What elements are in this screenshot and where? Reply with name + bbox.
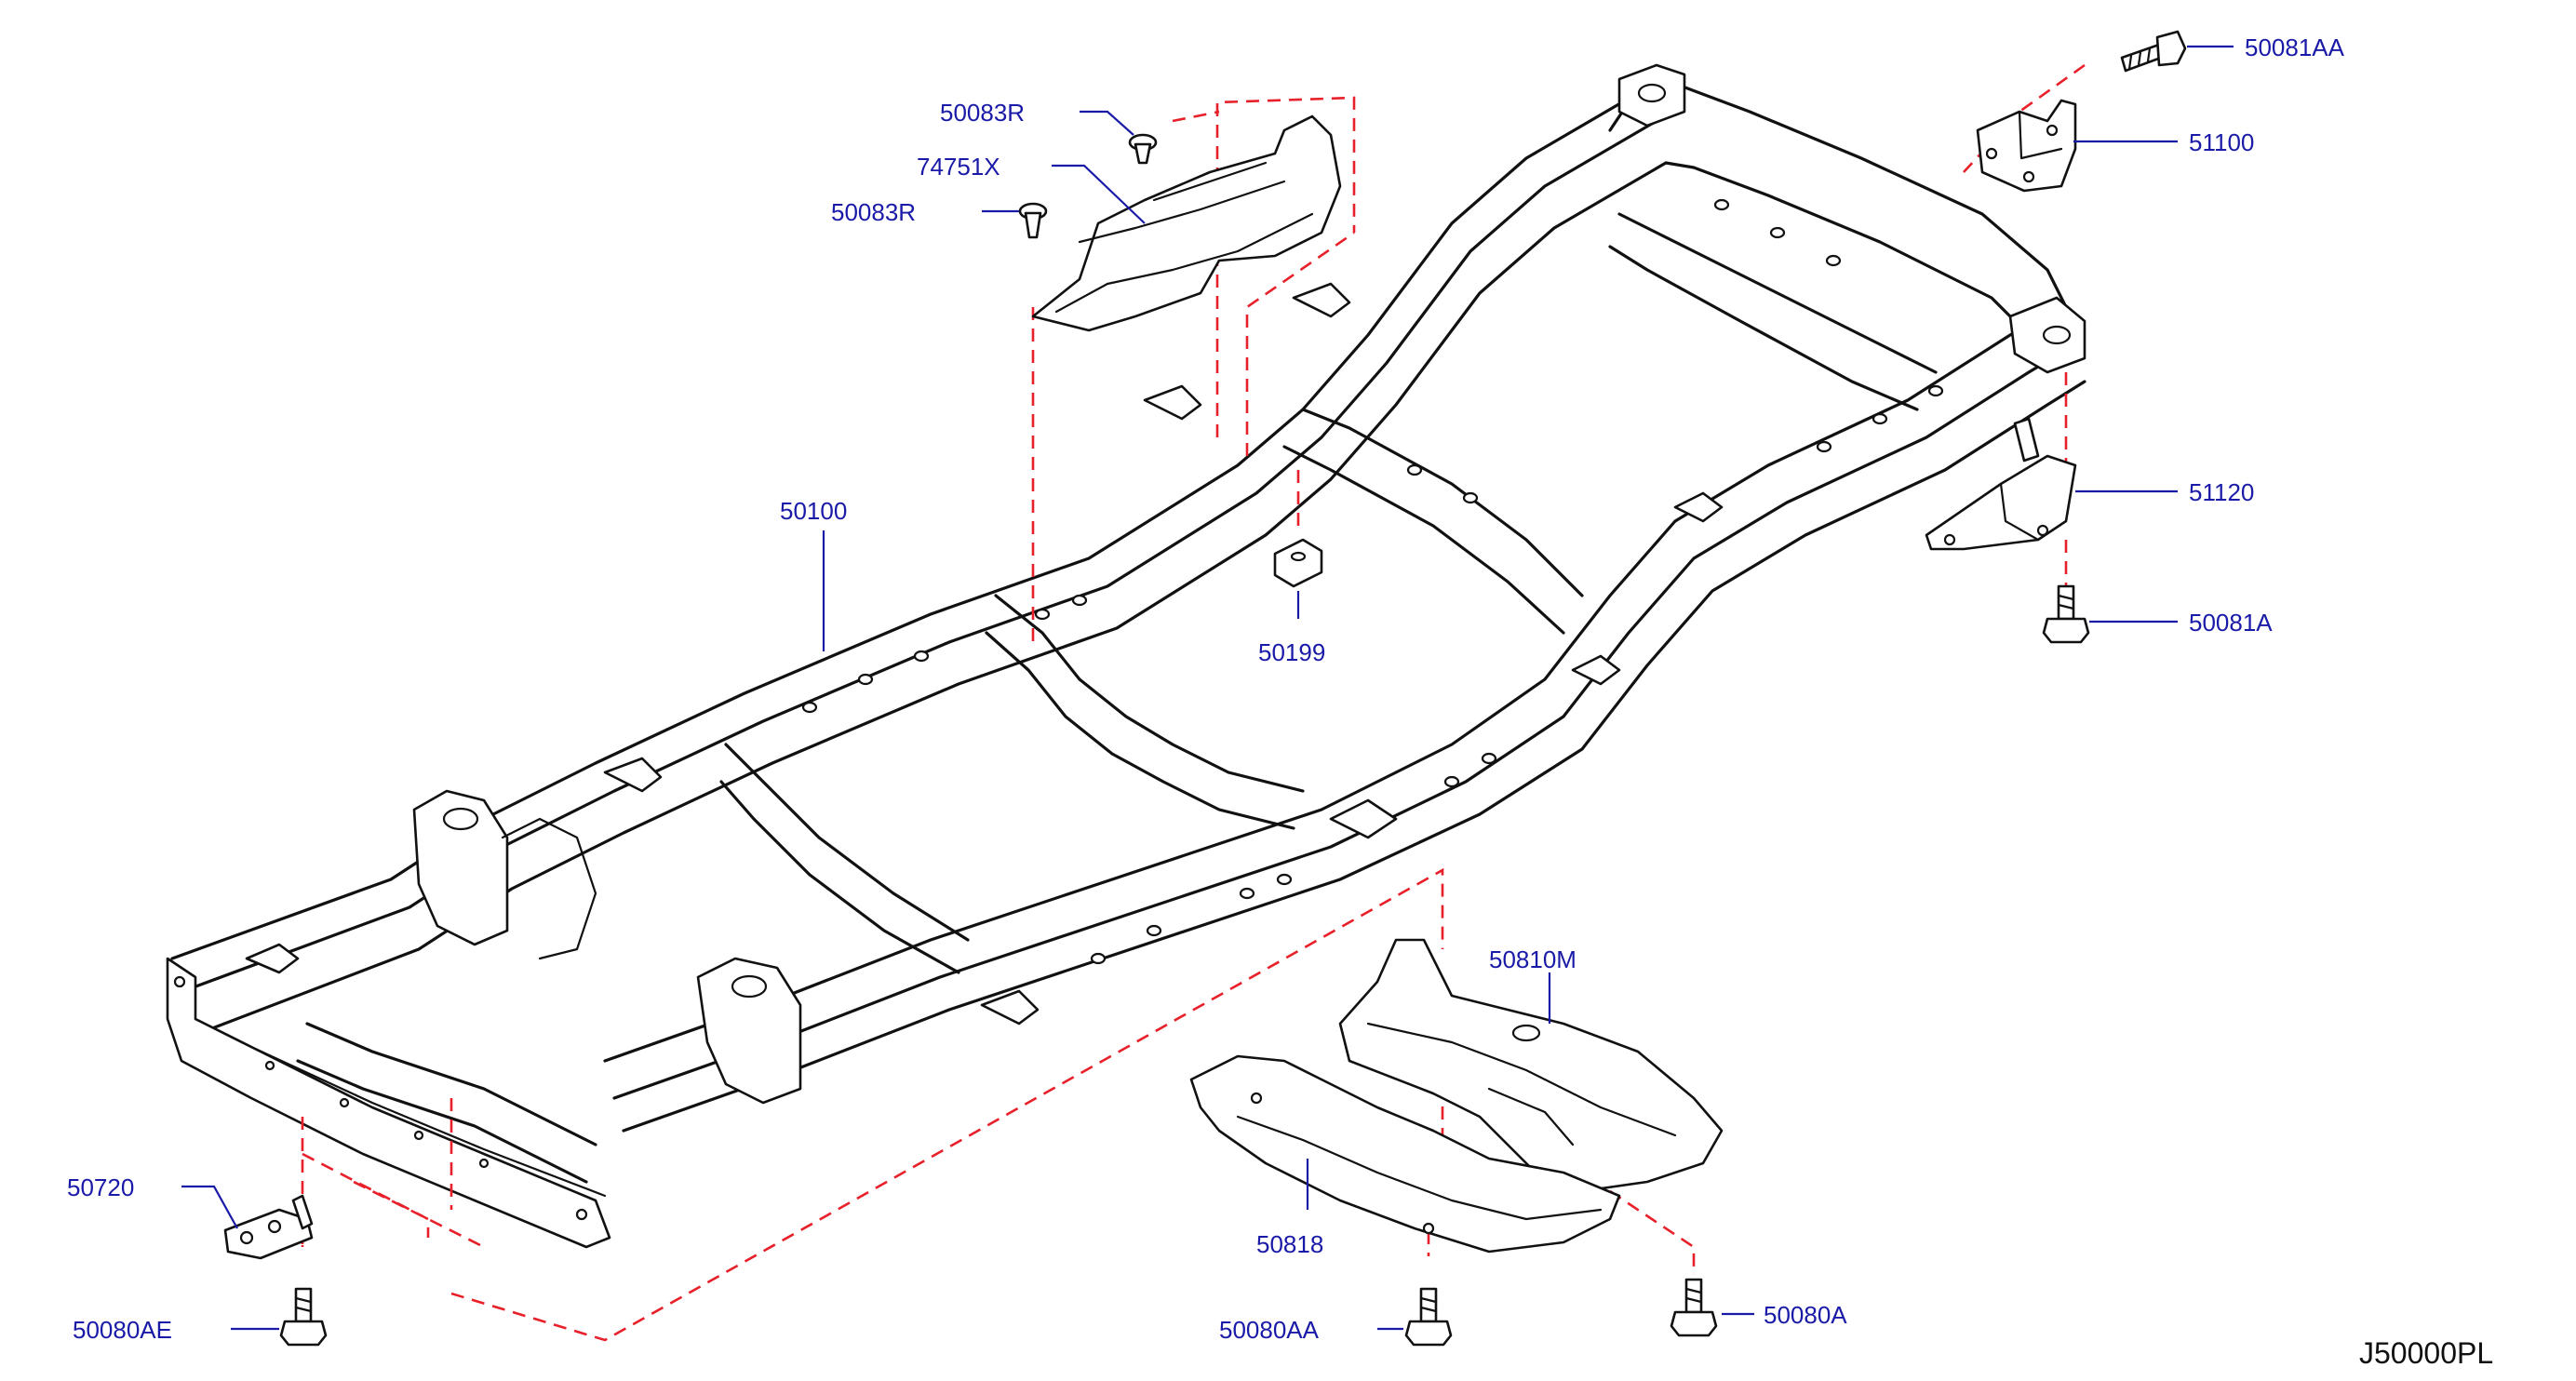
callout-50081AA: 50081AA [2245,34,2345,61]
callout-50081A: 50081A [2189,609,2273,637]
clip-50083R-top-icon [1128,133,1158,165]
bolt-50081A-icon [2042,584,2090,644]
diagram-code: J50000PL [2359,1336,2493,1370]
bracket-51100-icon [1976,99,2077,193]
callout-50810M: 50810M [1489,945,1576,973]
bracket-51120-icon [1925,417,2077,551]
bracket-50720-icon [223,1194,314,1260]
callout-50080AE: 50080AE [73,1316,172,1344]
callout-50720: 50720 [67,1173,134,1201]
bolt-50080A-icon [1670,1278,1718,1337]
leader-lines [181,45,2234,1331]
callout-50083R-top: 50083R [940,99,1025,127]
callout-50083R-mid: 50083R [831,198,916,226]
callout-51100: 51100 [2189,128,2254,156]
callout-labels: 50081AA 51100 50083R 74751X 50083R 51120… [67,34,2345,1344]
main-frame [166,63,2086,1249]
bolt-50080AE-icon [279,1287,328,1347]
bolt-50080AA-icon [1404,1287,1453,1347]
skid-plate-50810M-icon [1338,938,1724,1193]
clip-50083R-mid-icon [1018,202,1048,239]
spacer-50199-icon [1273,538,1323,588]
callout-50818: 50818 [1256,1230,1323,1258]
callout-50100: 50100 [780,497,847,525]
callout-74751X: 74751X [917,153,1000,181]
callout-50080AA: 50080AA [1219,1316,1320,1344]
callout-50199: 50199 [1258,638,1325,666]
bolt-50081AA-icon [2120,30,2187,73]
callout-51120: 51120 [2189,478,2254,506]
callout-50080A: 50080A [1764,1301,1847,1329]
skid-plate-50818-icon [1189,1054,1621,1254]
